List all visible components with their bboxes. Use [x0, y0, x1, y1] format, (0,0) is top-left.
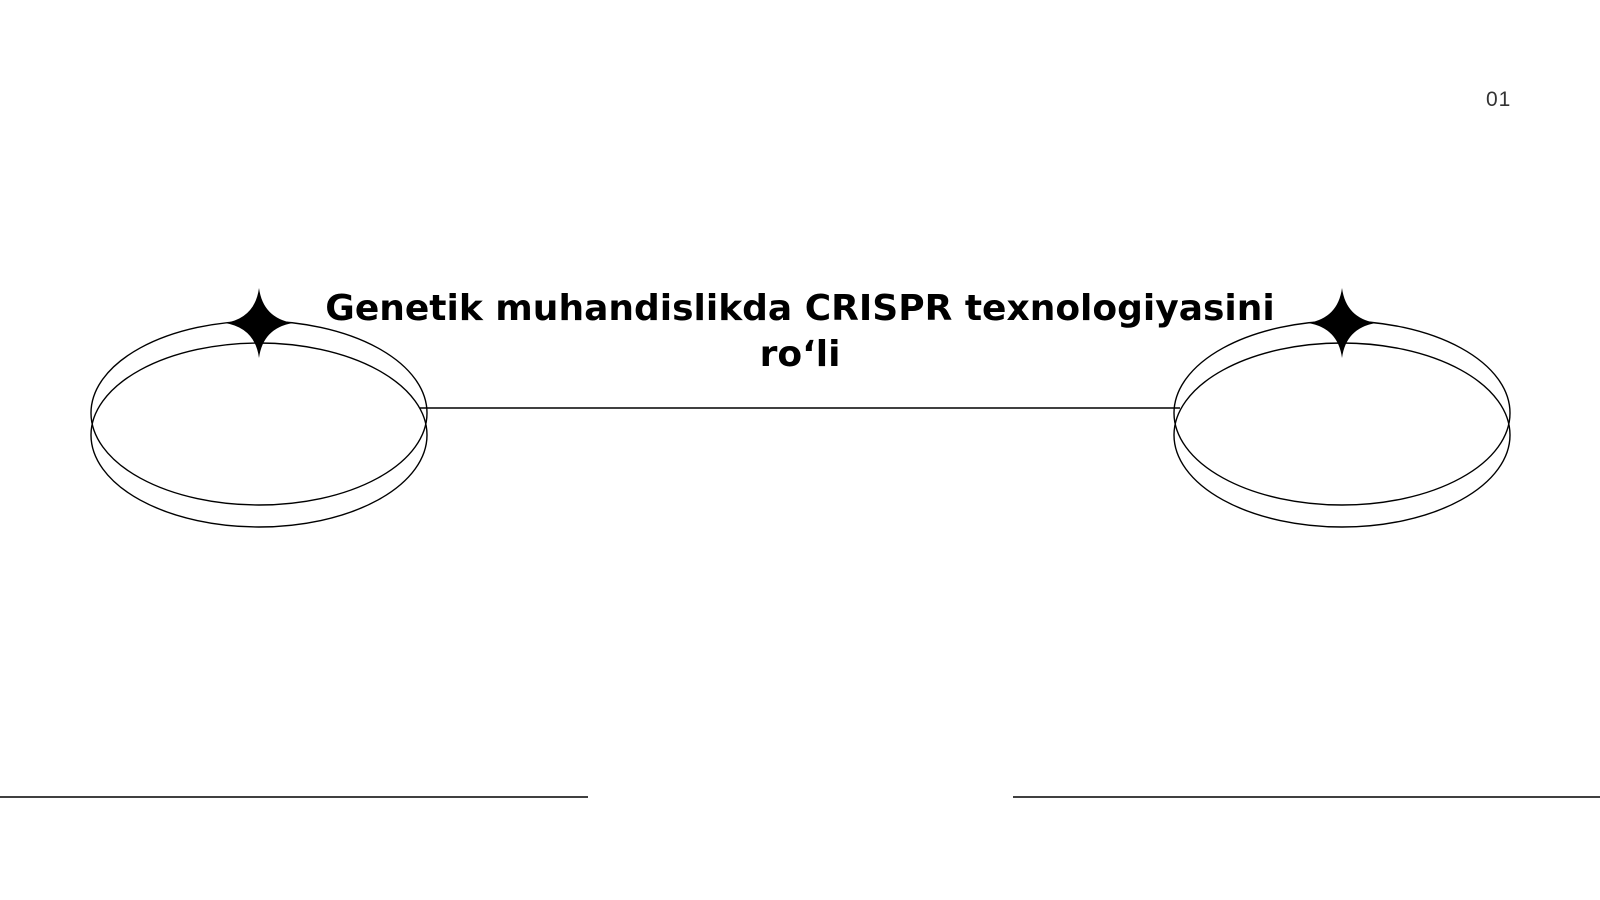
- left-star-icon: [225, 288, 293, 358]
- right-star-icon: [1308, 288, 1376, 358]
- page-number: 01: [1486, 88, 1512, 111]
- slide-title: Genetik muhandislikda CRISPR texnologiya…: [325, 288, 1275, 375]
